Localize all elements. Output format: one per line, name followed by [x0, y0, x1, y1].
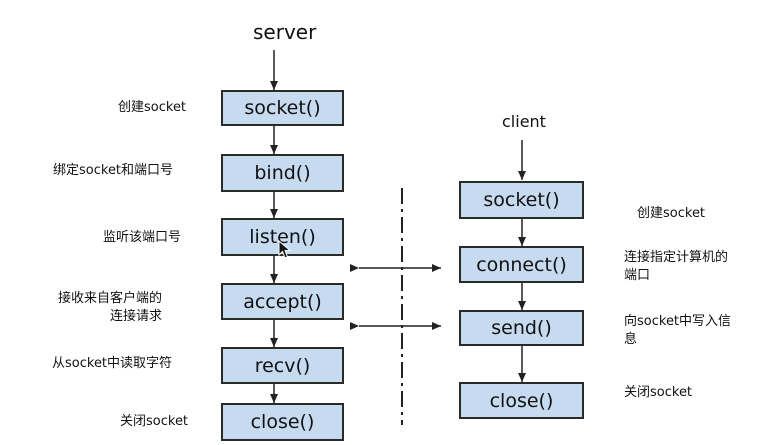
label-accept-request: 接收来自客户端的 连接请求 [58, 291, 163, 324]
client-connect-box: connect() [459, 246, 584, 283]
mouse-cursor-icon [278, 240, 292, 259]
label-bind-port: 绑定socket和端口号 [53, 163, 174, 178]
server-socket-box: socket() [221, 90, 344, 126]
server-bind-box: bind() [221, 154, 344, 192]
client-socket-box: socket() [459, 181, 584, 219]
label-client-create-socket: 创建socket [637, 206, 706, 221]
label-connect-port: 连接指定计算机的 端口 [624, 250, 729, 283]
server-close-box: close() [221, 403, 344, 441]
label-write-socket: 向socket中写入信 息 [624, 314, 732, 347]
server-heading: server [253, 20, 317, 44]
label-client-close-socket: 关闭socket [624, 385, 693, 400]
server-accept-box: accept() [221, 283, 344, 320]
label-read-socket: 从socket中读取字符 [52, 356, 173, 371]
client-send-box: send() [459, 310, 584, 346]
label-close-socket: 关闭socket [120, 414, 189, 429]
label-listen-port: 监听该端口号 [103, 230, 182, 245]
client-heading: client [502, 112, 546, 131]
server-recv-box: recv() [221, 347, 344, 384]
client-close-box: close() [459, 382, 584, 419]
label-create-socket: 创建socket [118, 100, 187, 115]
